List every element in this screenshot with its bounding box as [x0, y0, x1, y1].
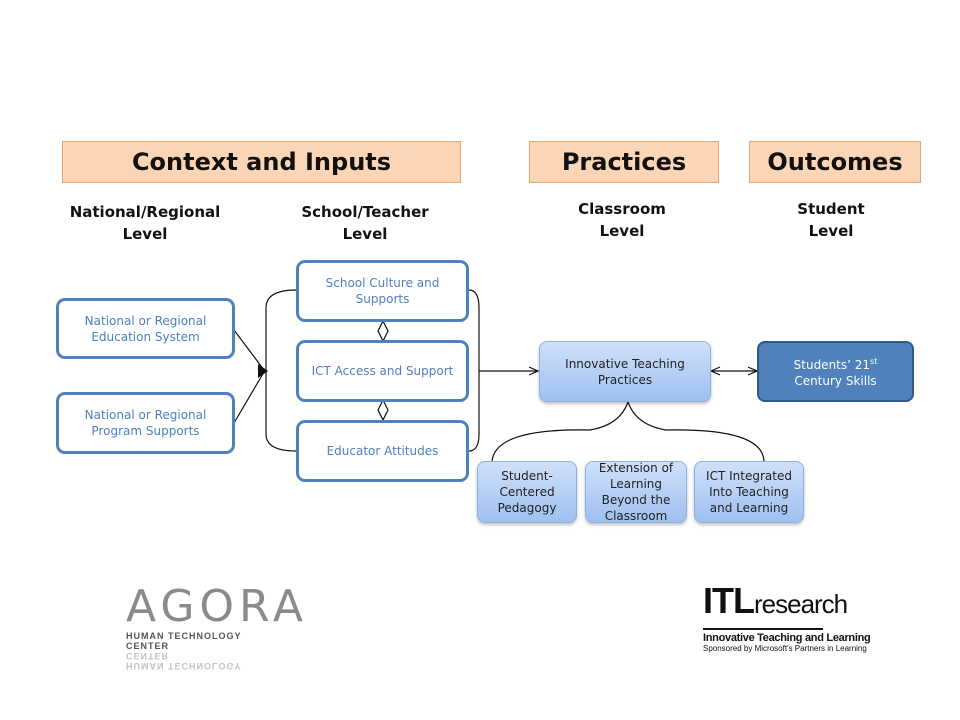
level-national-regional: National/Regional Level [50, 201, 240, 245]
box-educator-attitudes: Educator Attitudes [296, 420, 469, 482]
box-school-culture: School Culture and Supports [296, 260, 469, 322]
itl-research-logo: ITLresearch Innovative Teaching and Lear… [703, 580, 871, 653]
box-ict-access: ICT Access and Support [296, 340, 469, 402]
convergence-arrowhead [258, 364, 268, 378]
header-outcomes-label: Outcomes [767, 148, 903, 176]
itl-logo-big: ITL [703, 580, 755, 621]
agora-logo-reflection: HUMAN TECHNOLOGY CENTER [126, 651, 242, 671]
agora-logo: AGORA HUMAN TECHNOLOGY CENTER HUMAN TECH… [126, 581, 308, 672]
header-practices: Practices [529, 141, 719, 183]
header-practices-label: Practices [561, 148, 687, 176]
students-skills-sup: st [870, 357, 878, 366]
level-student: Student Level [736, 198, 926, 242]
level-school-teacher: School/Teacher Level [270, 201, 460, 245]
agora-logo-word: AGORA [126, 581, 308, 632]
box-innovative-teaching-practices-label: Innovative Teaching Practices [565, 356, 685, 387]
level-student-line2: Level [808, 222, 854, 240]
itl-logo-wordmark: ITLresearch [703, 580, 848, 627]
header-context-label: Context and Inputs [131, 148, 392, 176]
level-student-line1: Student [797, 200, 865, 218]
level-school-line2: Level [342, 225, 388, 243]
header-context-and-inputs: Context and Inputs [62, 141, 461, 183]
connector-national-system [233, 329, 265, 371]
diamond-connector-2 [377, 398, 389, 422]
box-national-program-supports-label: National or Regional Program Supports [84, 408, 207, 438]
box-students-21st-century-skills: Students’ 21st Century Skills [757, 341, 914, 402]
box-national-program-supports: National or Regional Program Supports [56, 392, 235, 454]
itl-logo-rule [703, 628, 823, 630]
connector-national-program [233, 371, 265, 424]
box-students-skills-label: Students’ 21st Century Skills [787, 354, 884, 389]
level-classroom-line2: Level [599, 222, 645, 240]
box-ict-integrated: ICT Integrated Into Teaching and Learnin… [694, 461, 804, 523]
box-innovative-teaching-practices: Innovative Teaching Practices [539, 341, 711, 402]
box-national-education-system: National or Regional Education System [56, 298, 235, 359]
box-student-centered-label: Student-Centered Pedagogy [497, 469, 557, 515]
header-outcomes: Outcomes [749, 141, 921, 183]
box-extension-of-learning: Extension of Learning Beyond the Classro… [585, 461, 687, 523]
level-classroom: Classroom Level [527, 198, 717, 242]
box-ict-access-label: ICT Access and Support [311, 364, 454, 378]
agora-logo-subtitle: HUMAN TECHNOLOGY CENTER [126, 631, 242, 651]
left-bracket [265, 289, 297, 452]
students-skills-prefix: Students’ 21 [793, 358, 871, 372]
box-student-centered-pedagogy: Student-Centered Pedagogy [477, 461, 577, 523]
students-skills-suffix: Century Skills [794, 374, 877, 388]
box-school-culture-label: School Culture and Supports [325, 276, 440, 306]
level-national-line1: National/Regional [69, 203, 221, 221]
level-national-line2: Level [122, 225, 168, 243]
box-national-education-system-label: National or Regional Education System [84, 313, 207, 344]
itl-logo-sponsor: Sponsored by Microsoft's Partners in Lea… [703, 644, 867, 653]
brace-practices-components [491, 400, 765, 463]
box-ict-integrated-label: ICT Integrated Into Teaching and Learnin… [706, 469, 792, 515]
itl-logo-rest: research [753, 589, 848, 619]
itl-logo-tagline: Innovative Teaching and Learning [703, 632, 871, 644]
box-extension-label: Extension of Learning Beyond the Classro… [598, 461, 674, 523]
level-school-line1: School/Teacher [301, 203, 429, 221]
diamond-connector-1 [377, 319, 389, 343]
level-classroom-line1: Classroom [578, 200, 666, 218]
right-bracket [468, 289, 480, 452]
box-educator-attitudes-label: Educator Attitudes [326, 444, 439, 458]
